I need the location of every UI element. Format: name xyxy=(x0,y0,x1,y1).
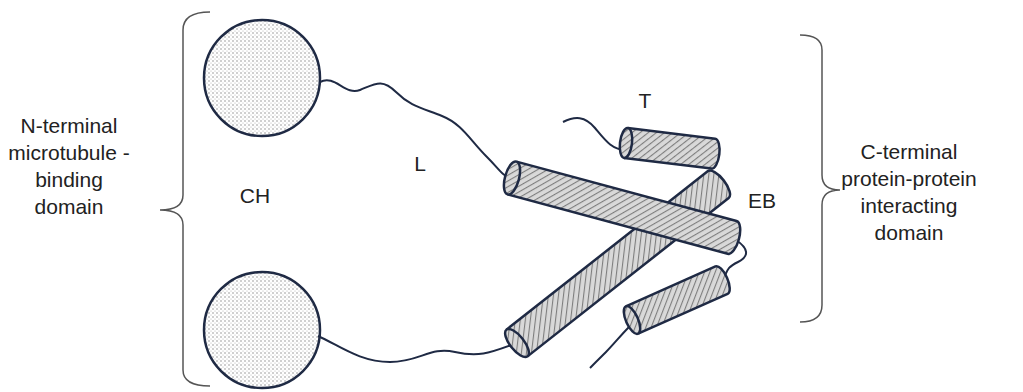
ch-domain-circle xyxy=(204,20,320,136)
helix-body xyxy=(624,128,721,169)
ch-domain-circle xyxy=(204,272,320,388)
linker-line xyxy=(320,80,512,178)
helix-cap xyxy=(501,325,533,360)
helix-cylinder xyxy=(501,160,744,256)
helix-body xyxy=(626,264,733,334)
helix-cap xyxy=(620,304,643,336)
part-label: EB xyxy=(735,187,789,214)
helix-cylinder xyxy=(620,264,733,336)
left-bracket xyxy=(160,12,210,386)
part-label: C-terminal protein-protein interacting d… xyxy=(835,138,983,246)
tail-line xyxy=(590,326,630,368)
part-label: N-terminal microtubule - binding domain xyxy=(8,112,130,220)
right-bracket xyxy=(800,35,840,322)
helix-cylinder xyxy=(618,127,721,169)
linker-line xyxy=(318,336,517,362)
part-label: CH xyxy=(225,182,285,209)
helix-cap xyxy=(501,160,523,196)
part-label: L xyxy=(403,150,437,177)
helix-body xyxy=(508,162,744,256)
part-label: T xyxy=(628,87,662,114)
helix-cap xyxy=(618,127,634,158)
tail-line xyxy=(563,118,626,150)
